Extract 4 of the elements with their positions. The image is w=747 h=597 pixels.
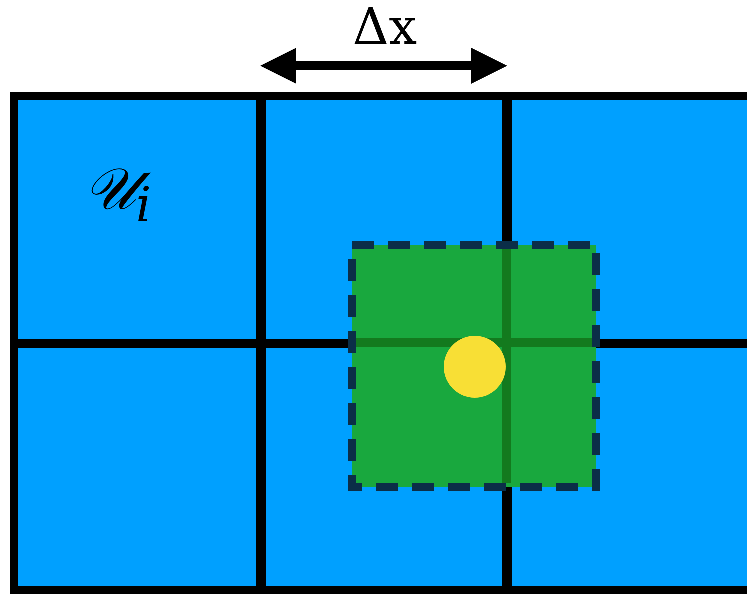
cell-label: 𝒰$_{i}$ (84, 160, 152, 230)
dimension-label: Δx (352, 2, 418, 52)
grid-cell (18, 348, 256, 586)
grid-cell (18, 100, 256, 339)
